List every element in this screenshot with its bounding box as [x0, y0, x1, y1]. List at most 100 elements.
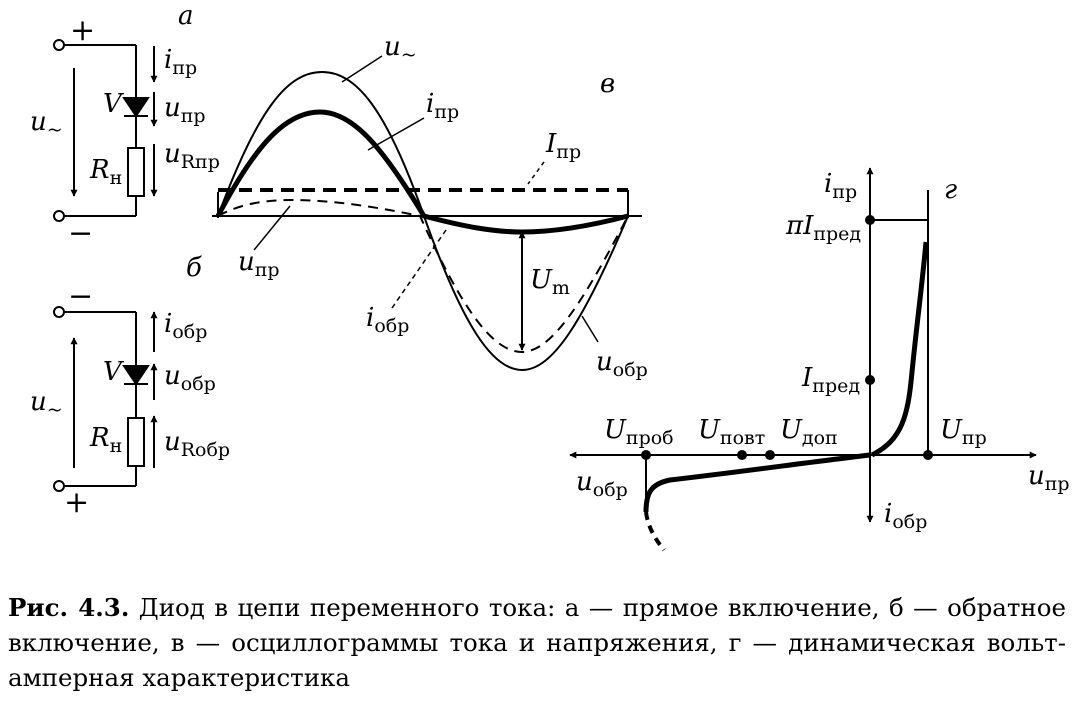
svg-text:uRобр: uRобр	[164, 427, 230, 461]
vac-reverse-voltage: u	[576, 467, 593, 497]
point-U-povt	[737, 450, 747, 460]
terminal-bottom-b	[53, 480, 65, 492]
vac-U-povt-sub: повт	[720, 427, 765, 449]
leader-u-obr	[581, 315, 599, 343]
vac-forward-voltage-sub: пр	[1045, 473, 1070, 495]
osc-amplitude-sub: m	[552, 277, 570, 299]
resistor-voltage-b-sub: Rобр	[181, 439, 230, 461]
leader-i-pr	[367, 117, 425, 151]
vac-forward-current: i	[824, 169, 832, 199]
diode-label-a: V	[103, 89, 124, 119]
current-label-b: i	[164, 309, 172, 339]
plus-sign-b: +	[64, 485, 89, 520]
panel-label-g: г	[944, 175, 957, 205]
svg-text:uобр: uобр	[164, 361, 216, 395]
osc-forward-current-sub: пр	[434, 101, 459, 123]
svg-text:Rн: Rн	[89, 423, 122, 457]
vac-pi-I-pred: πI	[785, 211, 814, 241]
svg-text:Uпр: Uпр	[940, 415, 987, 449]
svg-text:г: г	[944, 175, 957, 205]
svg-text:iпр: iпр	[164, 45, 197, 79]
current-label-a: i	[164, 45, 172, 75]
reverse-voltage-curve	[217, 198, 629, 354]
svg-text:uRпр: uRпр	[164, 139, 220, 173]
forward-branch	[870, 241, 929, 458]
svg-text:πIпред: πIпред	[785, 211, 861, 245]
panel-label-a: а	[178, 1, 194, 31]
osc-reverse-voltage: u	[596, 347, 613, 377]
source-voltage-b-sub: ~	[47, 399, 63, 421]
load-resistor-b-sub: н	[110, 435, 123, 457]
svg-text:iпр: iпр	[824, 169, 857, 203]
oscillogram	[212, 55, 642, 372]
svg-text:−: −	[68, 279, 93, 314]
vac-U-povt: U	[698, 415, 721, 445]
vac-U-prob: U	[604, 415, 627, 445]
osc-average-current: I	[545, 129, 557, 159]
osc-reverse-voltage-sub: обр	[613, 359, 648, 381]
vac-U-pr: U	[940, 415, 963, 445]
diode-voltage-a: u	[164, 93, 181, 123]
svg-text:Uпроб: Uпроб	[604, 415, 674, 449]
vac-U-dop: U	[780, 415, 803, 445]
diode-a-symbol	[122, 97, 150, 118]
svg-text:Uповт: Uповт	[698, 415, 765, 449]
resistor-voltage-a: u	[164, 139, 181, 169]
point-I-pred	[865, 375, 875, 385]
vac-U-dop-sub: доп	[802, 427, 838, 449]
load-resistor-a-sub: н	[110, 167, 123, 189]
source-voltage-b: u	[30, 387, 47, 417]
vac-characteristic	[569, 167, 1037, 552]
resistor-voltage-a-sub: Rпр	[181, 151, 220, 173]
svg-text:uобр: uобр	[596, 347, 648, 381]
svg-text:−: −	[68, 216, 93, 251]
vac-labels: г iпр πIпред Iпред Uпроб Uповт Uдоп Uпр …	[576, 169, 1070, 533]
svg-text:+: +	[64, 485, 89, 520]
forward-current-curve	[215, 109, 629, 235]
leader-i-obr	[391, 229, 447, 309]
minus-sign-b: −	[68, 279, 93, 314]
leader-u-tilde	[341, 55, 383, 83]
svg-text:uпр: uпр	[1028, 461, 1070, 495]
svg-text:V: V	[103, 89, 124, 119]
diode-b-symbol	[122, 365, 150, 386]
svg-text:uпр: uпр	[164, 93, 206, 127]
reverse-branch	[643, 452, 871, 513]
svg-text:Uдоп: Uдоп	[780, 415, 838, 449]
terminal-top-b	[53, 306, 65, 318]
svg-text:uпр: uпр	[238, 247, 280, 281]
vac-pi-I-pred-sub: пред	[813, 223, 861, 245]
vac-U-prob-sub: проб	[626, 427, 674, 449]
vac-I-pred: I	[801, 363, 813, 393]
svg-text:iобр: iобр	[884, 499, 927, 533]
circuit-b-labels: б − + u~ V iобр uобр uRобр Rн	[30, 253, 230, 520]
current-label-a-sub: пр	[172, 57, 197, 79]
terminal-bottom-a	[53, 210, 65, 222]
figure-caption-text: Диод в цепи переменного тока: а — прямое…	[8, 593, 1066, 692]
point-U-prob	[641, 450, 651, 460]
resistor-a-symbol	[127, 147, 145, 197]
svg-text:V: V	[103, 357, 124, 387]
vac-reverse-current: i	[884, 499, 892, 529]
svg-text:Rн: Rн	[89, 155, 122, 189]
leader-u-pr	[253, 205, 291, 251]
current-label-b-sub: обр	[172, 321, 207, 343]
osc-reverse-current: i	[366, 303, 374, 333]
svg-text:iобр: iобр	[164, 309, 207, 343]
breakdown-dashed	[644, 511, 666, 552]
oscillogram-labels: в u~ iпр Iпр uпр iобр Um uобр	[238, 32, 648, 381]
diode-ac-figure: а + − u~ V iпр uпр uRпр Rн б − + u~ V iо…	[30, 1, 1070, 552]
circuit-b	[53, 306, 158, 492]
circuit-a-labels: а + − u~ V iпр uпр uRпр Rн	[30, 1, 220, 251]
svg-text:iобр: iобр	[366, 303, 409, 337]
osc-amplitude: U	[530, 265, 553, 295]
osc-source-voltage: u	[384, 32, 401, 62]
point-U-pr	[923, 450, 933, 460]
diode-voltage-b: u	[164, 361, 181, 391]
vac-forward-voltage: u	[1028, 461, 1045, 491]
osc-forward-voltage-sub: пр	[255, 259, 280, 281]
figure-caption: Рис. 4.3. Диод в цепи переменного тока: …	[8, 590, 1066, 695]
svg-text:а: а	[178, 1, 194, 31]
load-resistor-b: R	[89, 423, 110, 453]
vac-U-pr-sub: пр	[962, 427, 987, 449]
